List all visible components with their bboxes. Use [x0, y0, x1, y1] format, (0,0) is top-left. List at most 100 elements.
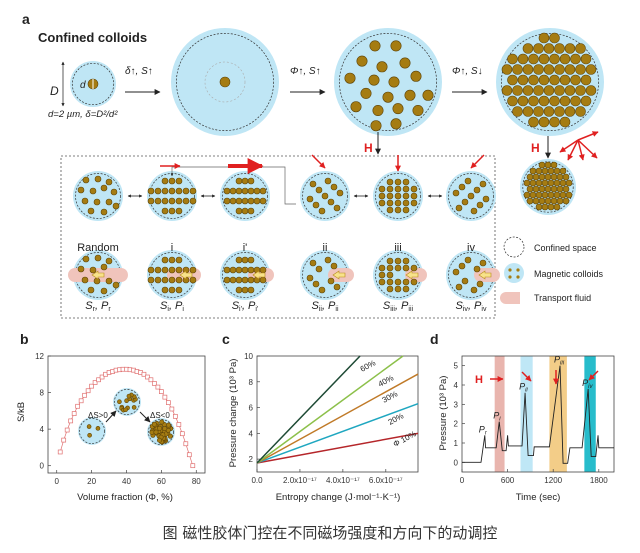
colloid-particle: [575, 85, 586, 96]
colloid-particle: [538, 95, 550, 107]
legend-transport-fluid: Transport fluid: [534, 293, 591, 303]
data-point: [64, 427, 70, 433]
y-tick-label: 0: [40, 462, 45, 471]
colloid-particle: [327, 277, 335, 285]
confined-space-boundary: [339, 33, 437, 131]
entropy-curve: [59, 368, 194, 466]
colloid-particle: [241, 256, 249, 264]
colloid-particle: [550, 197, 558, 205]
colloid-particle: [535, 167, 543, 175]
chart-c-frame: [256, 355, 419, 473]
colloid-particle: [470, 207, 478, 215]
colloid-particle: [554, 85, 565, 96]
data-point: [186, 452, 192, 458]
data-point: [152, 381, 157, 386]
data-point: [75, 403, 81, 409]
colloid-particle: [549, 116, 560, 128]
colloid-particle: [376, 61, 388, 73]
colloid-particle: [464, 177, 472, 185]
colloid-particle: [575, 106, 586, 117]
data-point: [99, 374, 105, 380]
colloid-particle: [382, 91, 394, 103]
colloid-particle: [507, 95, 518, 107]
colloid-particle: [247, 286, 255, 294]
state-SP-label: Si', Pi': [232, 300, 259, 313]
colloid-particle: [82, 176, 90, 184]
colloid-particle: [241, 187, 249, 195]
colloid-particle: [161, 276, 169, 284]
fluid-circle: [78, 417, 106, 445]
colloid-particle: [575, 43, 586, 54]
legend-magnetic-colloids: Magnetic colloids: [534, 269, 604, 279]
colloid-particle: [544, 185, 552, 193]
y-tick-label: 4: [249, 429, 254, 438]
confined-space-boundary: [148, 419, 174, 445]
colloid-particle: [541, 167, 549, 175]
colloid-particle: [386, 178, 394, 186]
colloid-particle: [410, 185, 418, 193]
colloid-particle: [235, 177, 243, 185]
colloid-particle: [378, 185, 386, 193]
colloid-particle: [562, 185, 570, 193]
colloid-particle: [559, 191, 567, 199]
colloid-particle: [523, 179, 531, 187]
colloid-particle: [93, 277, 101, 285]
colloid-particle: [564, 64, 576, 75]
magnetic-colloids-icon: [504, 263, 524, 283]
colloid-particle: [402, 206, 410, 214]
colloid-particle: [189, 187, 197, 195]
confined-space-boundary: [114, 389, 140, 415]
colloid-particle: [394, 199, 402, 207]
colloid-particle: [94, 254, 102, 262]
colloid-particle: [538, 197, 546, 205]
panel-label-b: b: [20, 331, 29, 347]
colloid-particle: [100, 208, 108, 216]
colloid-particle: [556, 197, 564, 205]
field-band: [520, 356, 533, 472]
y-tick-label: 0: [454, 458, 459, 467]
colloid-particle: [528, 53, 539, 65]
colloid-particle: [458, 262, 466, 270]
data-point: [89, 383, 94, 389]
colloid-particle: [235, 207, 243, 215]
y-tick-label: 2: [454, 420, 459, 429]
large-chamber-single: [171, 28, 279, 136]
colloid-particle: [461, 198, 469, 206]
colloid-particle: [452, 189, 460, 197]
colloid-particle: [219, 76, 231, 88]
colloid-particle: [223, 187, 231, 195]
colloid-particle: [458, 183, 466, 191]
colloid-particle: [112, 281, 120, 289]
colloid-particle: [168, 266, 176, 274]
large-chamber-dilute: [334, 28, 442, 136]
states-box: [60, 155, 496, 319]
confined-space-boundary: [222, 173, 268, 219]
colloid-particle: [372, 105, 384, 117]
alignment-states: [68, 154, 500, 300]
colloid-particle: [528, 116, 539, 128]
field-arrow-antidiagonal: [470, 154, 485, 169]
colloid-particle: [386, 278, 394, 286]
colloid-particle: [87, 286, 95, 294]
colloid-particle: [553, 203, 561, 211]
state-SP-label: Siii, Piii: [383, 300, 414, 313]
colloid-particle: [330, 262, 338, 270]
data-point: [82, 392, 87, 398]
state-label: i': [243, 242, 248, 254]
colloid-particle: [105, 277, 113, 285]
colloid-particle: [306, 274, 314, 282]
colloid-particle: [507, 74, 518, 86]
colloid-particle: [247, 256, 255, 264]
colloid-particle: [247, 187, 255, 195]
colloid-particle: [564, 106, 576, 117]
colloid-particle: [81, 197, 89, 205]
colloid-particle: [370, 120, 382, 132]
colloid-particle: [175, 197, 183, 205]
colloid-particle: [570, 53, 581, 65]
colloid-particle: [259, 266, 267, 274]
colloid-particle: [378, 264, 386, 272]
colloid-particle: [168, 177, 176, 185]
series-label: 40%: [377, 373, 395, 388]
chart-d-ylabel: Pressure (10³ Pa): [438, 376, 449, 451]
colloid-particle: [306, 195, 314, 203]
